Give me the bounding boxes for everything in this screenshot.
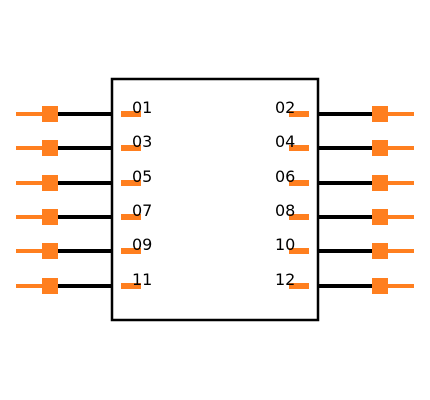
pin-label: 12 <box>275 270 295 289</box>
pin-inner-marker <box>289 283 309 289</box>
pin-pad <box>372 175 388 191</box>
pin-04: 04 <box>275 132 414 156</box>
component-body <box>110 77 320 322</box>
pin-pad <box>42 243 58 259</box>
pin-03: 03 <box>16 132 152 156</box>
pin-11: 11 <box>16 270 152 294</box>
pin-pad <box>42 209 58 225</box>
pin-inner-marker <box>121 283 141 289</box>
pin-01: 01 <box>16 98 152 122</box>
pin-label: 05 <box>132 167 152 186</box>
pin-inner-marker <box>121 111 141 117</box>
pin-label: 01 <box>132 98 152 117</box>
pin-pad <box>42 106 58 122</box>
pin-08: 08 <box>275 201 414 225</box>
pin-pad <box>42 175 58 191</box>
pin-label: 08 <box>275 201 295 220</box>
pin-inner-marker <box>289 214 309 220</box>
pin-inner-marker <box>121 145 141 151</box>
pin-pad <box>372 243 388 259</box>
pin-pad <box>372 278 388 294</box>
pin-10: 10 <box>275 235 414 259</box>
pin-inner-marker <box>121 248 141 254</box>
pin-label: 03 <box>132 132 152 151</box>
pin-pad <box>372 106 388 122</box>
pin-pad <box>372 140 388 156</box>
pin-label: 02 <box>275 98 295 117</box>
pin-label: 06 <box>275 167 295 186</box>
pin-inner-marker <box>289 180 309 186</box>
pin-inner-marker <box>289 248 309 254</box>
pin-05: 05 <box>16 167 152 191</box>
pin-09: 09 <box>16 235 152 259</box>
pin-02: 02 <box>275 98 414 122</box>
left-pin-group: 01 03 05 07 09 11 <box>16 98 152 294</box>
pin-label: 07 <box>132 201 152 220</box>
pin-06: 06 <box>275 167 414 191</box>
pin-pad <box>42 140 58 156</box>
pin-inner-marker <box>121 180 141 186</box>
pin-pad <box>372 209 388 225</box>
pin-inner-marker <box>289 111 309 117</box>
pin-inner-marker <box>121 214 141 220</box>
pin-12: 12 <box>275 270 414 294</box>
pin-label: 04 <box>275 132 295 151</box>
pin-label: 09 <box>132 235 152 254</box>
right-pin-group: 02 04 06 08 10 12 <box>275 98 414 294</box>
pin-pad <box>42 278 58 294</box>
pin-label: 10 <box>275 235 295 254</box>
pin-07: 07 <box>16 201 152 225</box>
pin-inner-marker <box>289 145 309 151</box>
pin-label: 11 <box>132 270 152 289</box>
